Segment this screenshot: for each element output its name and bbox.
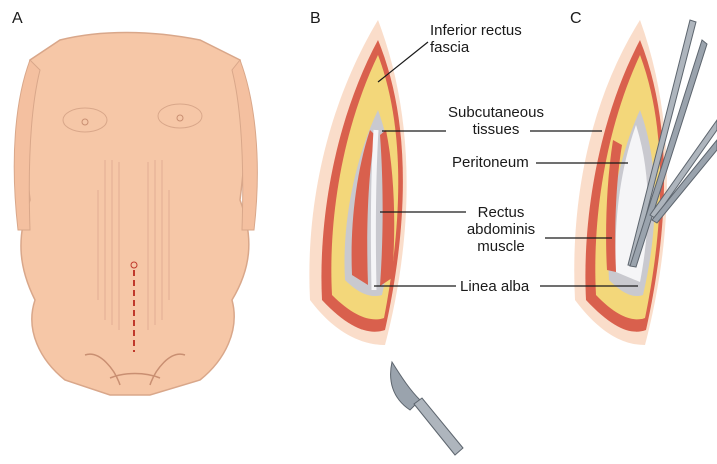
scalpel xyxy=(391,362,463,455)
label-rectus-line2: abdominis xyxy=(456,221,546,238)
panel-label-a: A xyxy=(12,10,23,28)
label-linea-alba: Linea alba xyxy=(460,278,529,295)
incision-view-b xyxy=(309,20,406,345)
label-rectus-line3: muscle xyxy=(456,238,546,255)
panel-label-b: B xyxy=(310,10,321,28)
incision-view-c xyxy=(574,20,717,345)
label-rectus-abdominis-muscle: Rectus abdominis muscle xyxy=(456,204,546,255)
linea-alba-line xyxy=(373,130,376,290)
label-subcutaneous-tissues: Subcutaneous tissues xyxy=(446,104,546,138)
scalpel-handle xyxy=(414,398,463,455)
label-inferior-rectus-fascia: Inferior rectus fascia xyxy=(430,22,522,56)
label-subcutaneous-line2: tissues xyxy=(446,121,546,138)
label-inferior-rectus-fascia-line2: fascia xyxy=(430,39,522,56)
label-rectus-line1: Rectus xyxy=(456,204,546,221)
label-peritoneum: Peritoneum xyxy=(452,154,529,171)
label-subcutaneous-line1: Subcutaneous xyxy=(446,104,546,121)
panel-label-c: C xyxy=(570,10,582,28)
torso-figure xyxy=(14,33,257,396)
label-inferior-rectus-fascia-line1: Inferior rectus xyxy=(430,22,522,39)
